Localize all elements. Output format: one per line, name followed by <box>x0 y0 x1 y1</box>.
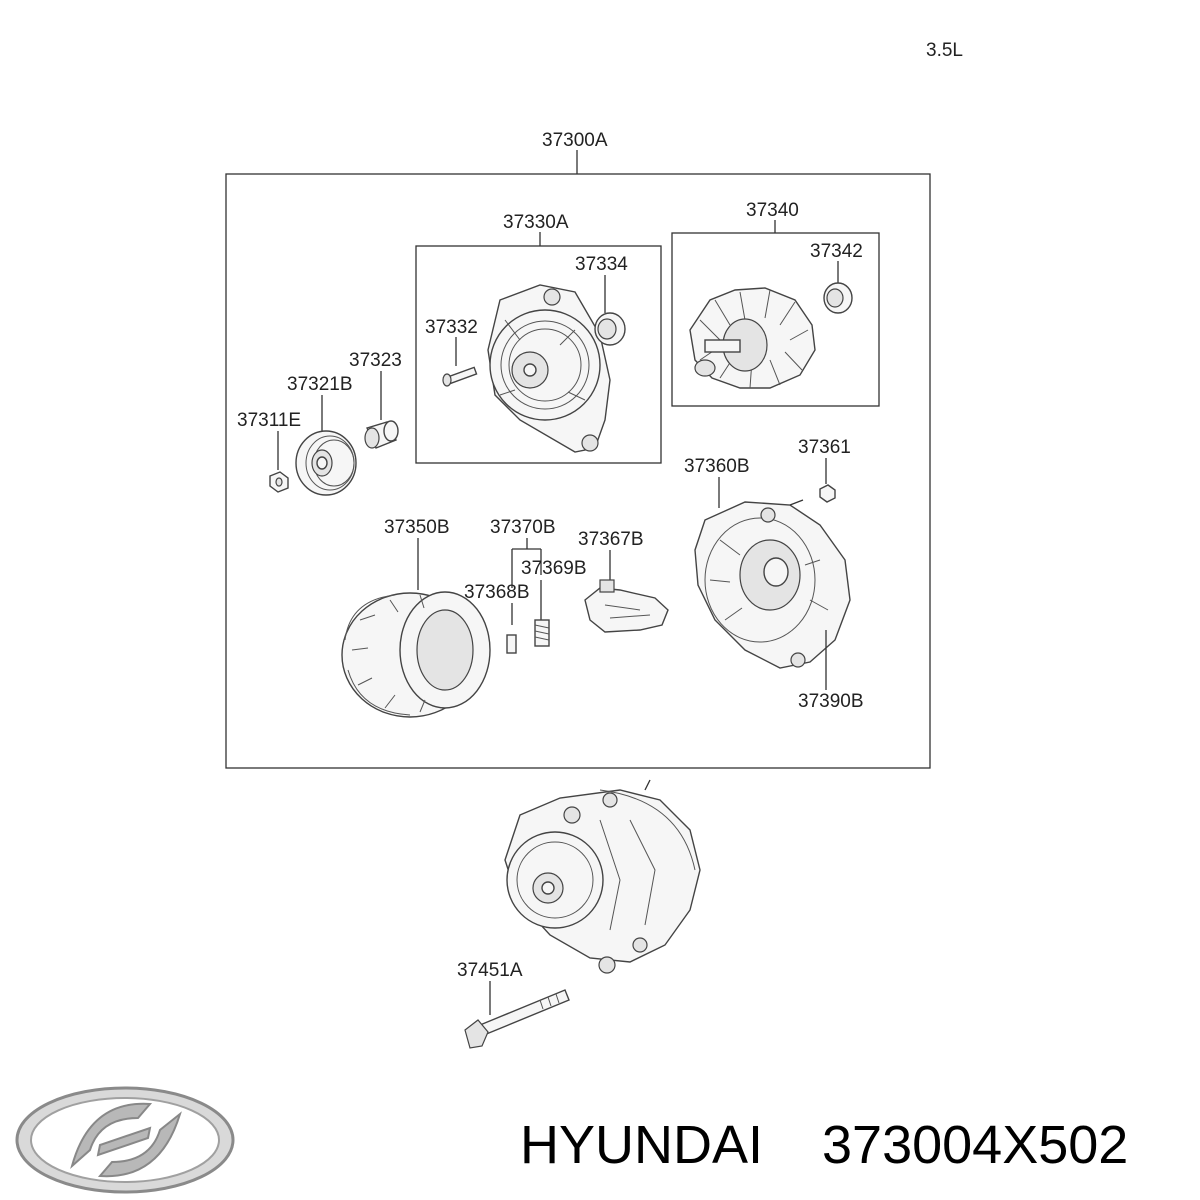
screw-part <box>442 366 478 387</box>
nut-rear-part <box>819 484 836 503</box>
nut-pulley-part <box>269 471 289 493</box>
label-spacer: 37323 <box>349 350 402 371</box>
stator-part <box>341 591 491 718</box>
label-nut-pulley: 37311E <box>237 410 301 431</box>
label-pulley: 37321B <box>287 374 353 395</box>
label-regulator: 37367B <box>578 529 644 550</box>
bolt-part <box>464 989 570 1049</box>
rear-bracket-part <box>694 499 851 669</box>
label-brush-holder-set: 37370B <box>490 517 556 538</box>
regulator-part <box>584 579 669 633</box>
front-bracket-box <box>415 245 662 464</box>
label-front-bracket: 37330A <box>503 212 569 233</box>
alternator-assembled-part <box>504 779 701 974</box>
label-bearing-rear: 37342 <box>810 241 863 262</box>
label-bolt: 37451A <box>457 960 523 981</box>
label-nut-rear: 37361 <box>798 437 851 458</box>
brand-name: HYUNDAI <box>520 1115 763 1175</box>
front-bracket-part <box>487 284 611 453</box>
label-spring: 37369B <box>521 558 587 579</box>
front-bearing-part <box>594 312 626 346</box>
rotor-part <box>689 287 816 389</box>
label-rear-bracket: 37360B <box>684 456 750 477</box>
rear-bearing-part <box>823 282 853 314</box>
label-assembly: 37300A <box>542 130 608 151</box>
hyundai-logo <box>15 1086 235 1194</box>
spring-part <box>534 619 550 647</box>
label-rotor: 37340 <box>746 200 799 221</box>
label-rear-cover: 37390B <box>798 691 864 712</box>
engine-label: 3.5L <box>926 40 963 61</box>
brush-part <box>506 634 517 654</box>
label-screw: 37332 <box>425 317 478 338</box>
spacer-part <box>364 420 399 449</box>
label-stator: 37350B <box>384 517 450 538</box>
label-brush: 37368B <box>464 582 530 603</box>
label-bearing-front: 37334 <box>575 254 628 275</box>
rotor-box <box>671 232 880 407</box>
assembly-frame <box>225 173 931 769</box>
pulley-part <box>295 430 357 496</box>
part-number: 373004X502 <box>822 1115 1128 1175</box>
